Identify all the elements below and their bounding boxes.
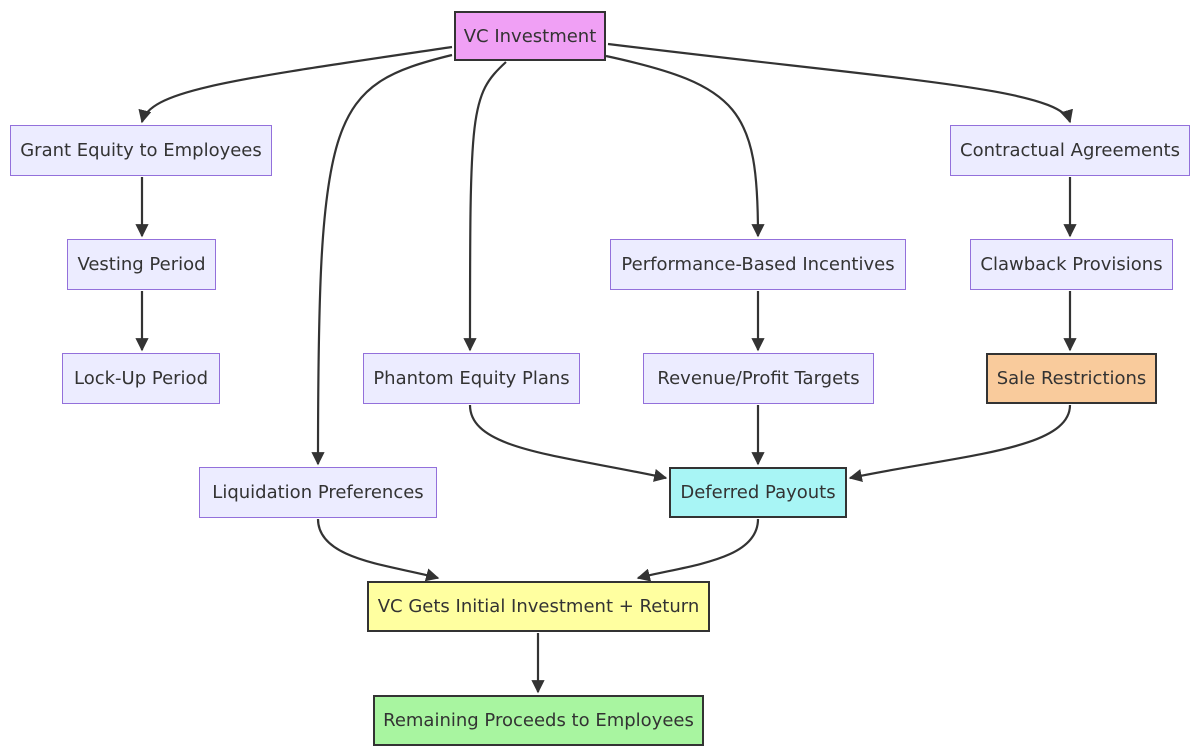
node-grant-equity: Grant Equity to Employees [10,125,272,176]
edge-vc-to-performance [605,54,765,238]
node-clawback-provisions: Clawback Provisions [970,239,1173,290]
node-deferred-payouts: Deferred Payouts [669,467,847,518]
node-performance-incentives: Performance-Based Incentives [610,239,906,290]
edge-vc-to-grant [138,45,453,124]
edge-deferred-to-return [636,518,760,582]
edge-vc-to-contractual [607,42,1073,124]
edge-vc-to-phantom [463,61,507,352]
node-sale-restrictions: Sale Restrictions [986,353,1157,404]
node-vc-investment: VC Investment [454,11,606,61]
edge-phantom-to-deferred [468,404,668,482]
node-remaining-proceeds: Remaining Proceeds to Employees [373,695,704,746]
node-phantom-equity: Phantom Equity Plans [363,353,580,404]
node-revenue-targets: Revenue/Profit Targets [643,353,874,404]
node-lock-up-period: Lock-Up Period [62,353,220,404]
edge-liquidation-to-return [316,518,440,582]
edge-sale-to-deferred [848,404,1072,483]
edge-vc-to-liquidation [311,53,453,466]
node-vc-gets-return: VC Gets Initial Investment + Return [367,581,710,632]
node-contractual-agreements: Contractual Agreements [950,125,1190,176]
node-liquidation-preferences: Liquidation Preferences [199,467,437,518]
node-vesting-period: Vesting Period [67,239,216,290]
